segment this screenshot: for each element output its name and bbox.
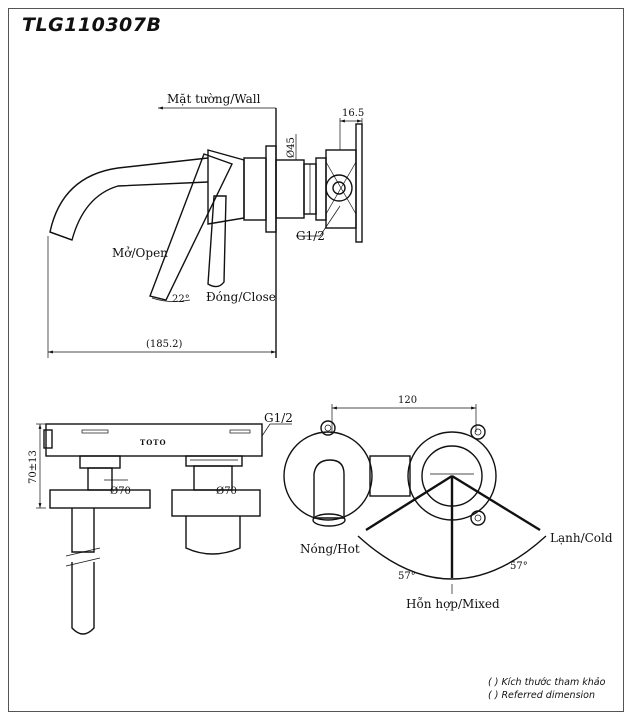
height-label: 70±13 xyxy=(28,450,39,484)
depth-label: 16.5 xyxy=(342,108,364,119)
lever-cold xyxy=(451,474,541,532)
brand-label: TOTO xyxy=(140,438,167,447)
sweep-arc xyxy=(357,535,547,580)
angle-label: 22° xyxy=(172,294,190,305)
model-code: TLG110307B xyxy=(22,14,162,36)
thread-leader xyxy=(319,205,341,237)
top-view: 120 57° 57° Nóng/Hot Lạnh/Cold Hỗn hợp/M… xyxy=(283,395,613,611)
screw-top-left-hole xyxy=(324,424,332,432)
right-angle-label: 57° xyxy=(510,561,528,572)
close-label: Đóng/Close xyxy=(206,290,276,304)
front-view: TOTO G1/2 70±13 Ø70 Ø70 xyxy=(28,411,293,635)
valve-ring xyxy=(315,157,327,221)
wall-label: Mặt tường/Wall xyxy=(167,92,261,106)
lever-hot xyxy=(365,474,453,532)
side-view: Mặt tường/Wall Mở/Open Đóng/Close 22° (1… xyxy=(47,92,364,358)
screw-top-left xyxy=(320,420,336,436)
break-lines xyxy=(65,547,101,567)
left-rosette xyxy=(49,489,151,509)
spout-top xyxy=(313,459,345,519)
hot-rosette xyxy=(283,431,373,521)
plate-slot-right xyxy=(229,429,251,434)
screw-top-right-hole xyxy=(474,428,482,436)
width-label: 120 xyxy=(398,395,417,406)
right-rosette xyxy=(171,489,261,517)
valve-back-plate xyxy=(355,123,363,243)
valve-diag-b xyxy=(325,161,357,215)
plate-slot-left xyxy=(81,429,109,434)
lever-closed xyxy=(207,195,227,288)
thread-label-side: G1/2 xyxy=(296,229,325,243)
drawing-sheet xyxy=(8,8,624,712)
left-stem-top xyxy=(79,455,121,469)
front-thread-leader xyxy=(261,423,271,437)
mixed-label: Hỗn hợp/Mixed xyxy=(406,596,500,611)
left-angle-label: 57° xyxy=(398,571,416,582)
cold-label: Lạnh/Cold xyxy=(550,531,613,545)
thread-label-front: G1/2 xyxy=(264,411,293,425)
inlet-bore xyxy=(332,181,346,195)
wall-plate xyxy=(265,145,277,233)
hot-label: Nóng/Hot xyxy=(300,542,360,556)
length-label: (185.2) xyxy=(146,339,183,350)
plate-end-cap xyxy=(43,429,53,449)
note-reference-vi: ( ) Kích thước tham khảo xyxy=(488,677,606,688)
wall-plate-front xyxy=(45,423,263,457)
inlet-port xyxy=(325,174,353,202)
note-reference-en: ( ) Referred dimension xyxy=(488,690,596,701)
flange xyxy=(243,157,267,221)
dia45-label: Ø45 xyxy=(286,137,297,158)
lever-open xyxy=(149,153,233,301)
spout-front-lower xyxy=(71,562,95,635)
screw-bottom-right-hole xyxy=(474,514,482,522)
angle-arc xyxy=(151,297,191,302)
open-label: Mở/Open xyxy=(112,246,168,260)
valve-housing xyxy=(275,159,305,219)
right-diameter-label: Ø70 xyxy=(216,486,237,497)
left-stem xyxy=(87,467,113,491)
spout-front xyxy=(71,508,95,553)
screw-bottom-right xyxy=(470,510,486,526)
screw-top-right xyxy=(470,424,486,440)
body-bridge xyxy=(369,455,411,497)
spout-outlet xyxy=(49,231,73,241)
right-stem-top xyxy=(185,455,243,467)
spout-outlet-top xyxy=(312,513,346,527)
spout xyxy=(49,157,209,241)
left-diameter-label: Ø70 xyxy=(110,486,131,497)
lever-front xyxy=(185,516,241,555)
